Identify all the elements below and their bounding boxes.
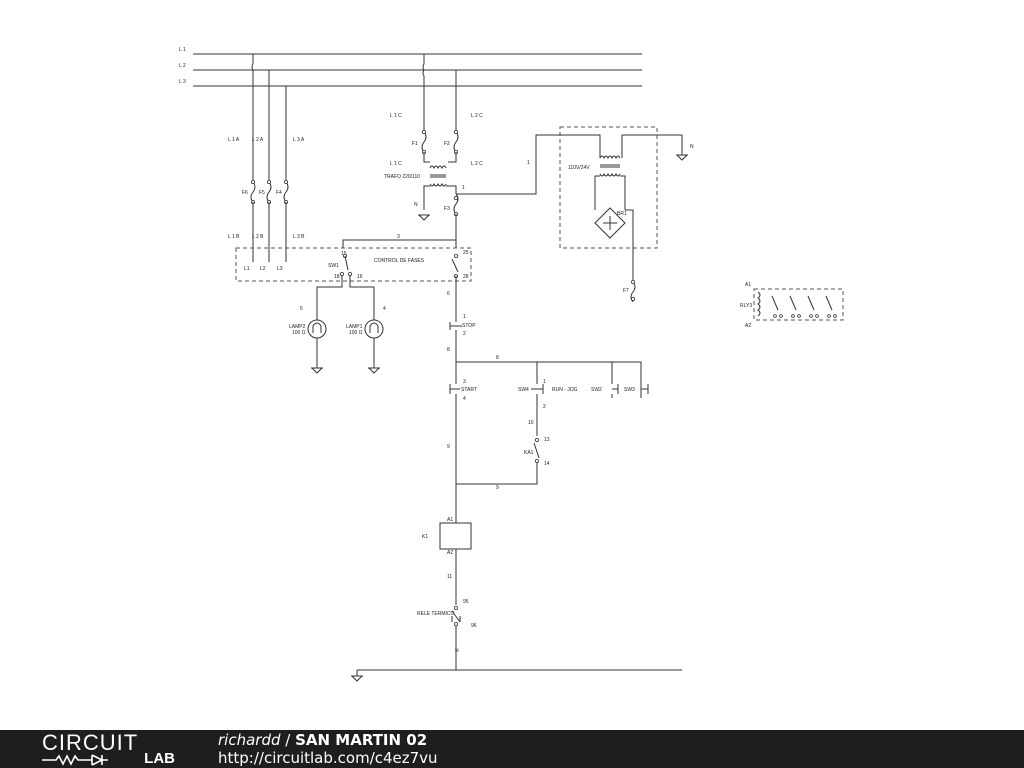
transformer2-label: 110V/24V bbox=[568, 165, 590, 171]
circuitlab-logo[interactable]: CIRCUIT LAB bbox=[42, 732, 177, 766]
pin-l3: L3 bbox=[277, 266, 283, 272]
control-transformer-branch: L 1 C L 2 C F1 F2 L 1 C L 2 C TRAFO 220/… bbox=[342, 54, 683, 248]
node-n: N bbox=[455, 648, 459, 654]
label-l1a: L 1 A bbox=[228, 137, 240, 143]
ka1-label: KA1 bbox=[524, 450, 534, 456]
label-l2c-top: L 2 C bbox=[471, 113, 483, 119]
node-8a: 8 bbox=[447, 347, 450, 353]
relay-a1: A1 bbox=[745, 282, 751, 288]
node-3: 3 bbox=[397, 234, 400, 240]
transformer-label: TRAFO 220/110 bbox=[384, 174, 420, 180]
label-l3b: L 3 B bbox=[293, 234, 305, 240]
node-10: 10 bbox=[528, 420, 534, 426]
bridge-label: BR1 bbox=[617, 211, 627, 217]
runjog-pin1: 1 bbox=[543, 379, 546, 385]
pin-15: 15 bbox=[341, 251, 347, 257]
fuse-f3: F3 bbox=[444, 206, 450, 212]
lamp-branch: 5 4 LAMP2 100 Ω LAMP1 100 Ω bbox=[289, 275, 386, 374]
label-l1b: L 1 B bbox=[228, 234, 240, 240]
footer-bar: CIRCUIT LAB richardd / SAN MARTIN 02 htt… bbox=[0, 730, 1024, 768]
phase-control-module: CONTROL DE FASES L1 L2 L3 SW1 15 18 16 2… bbox=[235, 247, 472, 282]
node-9b: 9 bbox=[496, 485, 499, 491]
relay-label: RLY3 bbox=[740, 303, 752, 309]
sw2-label: SW2 bbox=[591, 387, 602, 393]
lamp1-value: 100 Ω bbox=[349, 330, 363, 336]
fuse-f7: F7 bbox=[623, 288, 629, 294]
k1-a1: A1 bbox=[447, 517, 453, 523]
k1-label: K1 bbox=[422, 534, 428, 540]
lamp1-node: 4 bbox=[383, 306, 386, 312]
switch-sw1: SW1 bbox=[328, 263, 339, 269]
label-l1c-bottom: L 1 C bbox=[390, 161, 402, 167]
sw3-label: SW3 bbox=[624, 387, 635, 393]
ka1-pin14: 14 bbox=[544, 461, 550, 467]
thermal-pin95: 95 bbox=[463, 599, 469, 605]
lamp2-value: 100 Ω bbox=[292, 330, 306, 336]
phase-control-title: CONTROL DE FASES bbox=[374, 258, 425, 264]
lamp2-name: LAMP2 bbox=[289, 324, 306, 330]
pin-18: 18 bbox=[334, 274, 340, 280]
node-6: 6 bbox=[447, 291, 450, 297]
control-circuit: 6 1 STOP 2 8 8 3 START 4 9 1 SW4 RUN - J… bbox=[351, 276, 682, 682]
resistor-diode-icon bbox=[42, 754, 108, 766]
circuit-url[interactable]: http://circuitlab.com/c4ez7vu bbox=[218, 749, 438, 767]
logo-text-circuit: CIRCUIT bbox=[42, 730, 139, 755]
runjog-label: RUN - JOG bbox=[552, 387, 578, 393]
author-link[interactable]: richardd bbox=[218, 731, 281, 749]
pin-l2: L2 bbox=[260, 266, 266, 272]
sw4-label: SW4 bbox=[518, 387, 529, 393]
pin-28: 28 bbox=[463, 274, 469, 280]
lamp1-name: LAMP1 bbox=[346, 324, 363, 330]
fuse-f4: F4 bbox=[276, 190, 282, 196]
node-9a: 9 bbox=[447, 444, 450, 450]
fuse-f1: F1 bbox=[412, 141, 418, 147]
fuse-f6: F6 bbox=[242, 190, 248, 196]
label-l2b: L 2 B bbox=[252, 234, 264, 240]
bus-label-l1: L 1 bbox=[179, 47, 186, 53]
stop-pin2: 2 bbox=[463, 331, 466, 337]
relay-rly3: A1 RLY3 A2 bbox=[740, 282, 844, 329]
circuit-credit: richardd / SAN MARTIN 02 bbox=[218, 732, 427, 749]
ka1-pin13: 13 bbox=[544, 437, 550, 443]
stop-pin1: 1 bbox=[463, 314, 466, 320]
relay-a2: A2 bbox=[745, 323, 751, 329]
node-1b: 1 bbox=[527, 160, 530, 166]
label-l2a: L 2 A bbox=[252, 137, 264, 143]
start-pin4: 4 bbox=[463, 396, 466, 402]
logo-text-lab: LAB bbox=[144, 750, 175, 767]
node-11: 11 bbox=[447, 574, 452, 580]
pin-16: 16 bbox=[357, 274, 363, 280]
bus-label-l3: L 3 bbox=[179, 79, 186, 85]
lamp2-node: 5 bbox=[300, 306, 303, 312]
schematic-canvas[interactable]: L 1 L 2 L 3 L 1 A L 2 A L 3 A F6 F5 F4 L… bbox=[0, 0, 1024, 730]
start-label: START bbox=[461, 387, 477, 393]
credit-separator: / bbox=[280, 731, 296, 749]
pin-l1: L1 bbox=[244, 266, 250, 272]
label-l3a: L 3 A bbox=[293, 137, 305, 143]
fuse-f5: F5 bbox=[259, 190, 265, 196]
label-l2c-bottom: L 2 C bbox=[471, 161, 483, 167]
power-bus: L 1 L 2 L 3 bbox=[179, 47, 642, 87]
label-l1c-top: L 1 C bbox=[390, 113, 402, 119]
stop-label: STOP bbox=[462, 323, 476, 329]
fuse-f2: F2 bbox=[444, 141, 450, 147]
bus-label-l2: L 2 bbox=[179, 63, 186, 69]
neutral-label: N bbox=[414, 202, 418, 208]
circuit-title[interactable]: SAN MARTIN 02 bbox=[295, 731, 428, 749]
dc-supply-module: 110V/24V BR1 F7 N bbox=[559, 126, 694, 303]
node-1: 1 bbox=[462, 185, 465, 191]
thermal-label: RELE TERMICO bbox=[417, 611, 455, 617]
start-pin3: 3 bbox=[463, 379, 466, 385]
thermal-pin96: 96 bbox=[471, 623, 477, 629]
k1-a2: A2 bbox=[447, 550, 453, 556]
pin-25: 25 bbox=[463, 250, 469, 256]
runjog-pin2: 2 bbox=[543, 404, 546, 410]
neutral-label-2: N bbox=[690, 144, 694, 150]
node-8b: 8 bbox=[496, 355, 499, 361]
three-phase-branch: L 1 A L 2 A L 3 A F6 F5 F4 L 1 B L 2 B L… bbox=[228, 54, 305, 262]
